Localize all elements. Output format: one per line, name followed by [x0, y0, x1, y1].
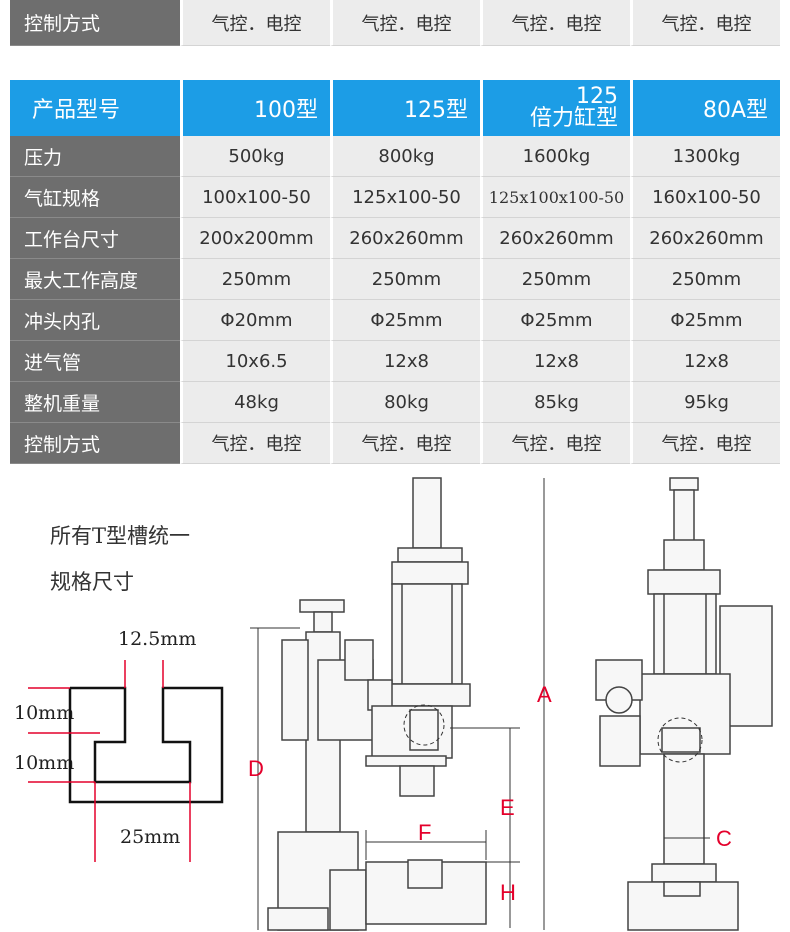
- tslot-note-line2: 规格尺寸: [50, 570, 134, 594]
- table-cell: 200x200mm: [180, 218, 330, 259]
- row-label: 控制方式: [10, 423, 180, 464]
- table-cell: 12x8: [480, 341, 630, 382]
- tslot-dim-top: 12.5mm: [118, 628, 197, 650]
- tslot-dim-bottom: 25mm: [120, 826, 181, 848]
- tslot-dimension-lines: [28, 660, 191, 862]
- table-cell: 250mm: [480, 259, 630, 300]
- table-cell: 100x100-50: [180, 177, 330, 218]
- table-cell: 800kg: [330, 136, 480, 177]
- table-cell: 260x260mm: [330, 218, 480, 259]
- machine-side-view: [267, 477, 487, 931]
- table-cell: 1600kg: [480, 136, 630, 177]
- table-cell: 12x8: [630, 341, 780, 382]
- table-cell: 260x260mm: [480, 218, 630, 259]
- table-cell: 80kg: [330, 382, 480, 423]
- table-cell: 1300kg: [630, 136, 780, 177]
- model-125-line1: 125: [576, 84, 618, 109]
- table-row: 控制方式气控．电控气控．电控气控．电控气控．电控: [10, 423, 780, 464]
- tslot-note-line1: 所有T型槽统一: [50, 524, 191, 548]
- table-cell: 250mm: [630, 259, 780, 300]
- model-100: 100型: [180, 80, 330, 136]
- table-cell: 125x100-50: [330, 177, 480, 218]
- table-cell: 250mm: [180, 259, 330, 300]
- table-cell: 85kg: [480, 382, 630, 423]
- row-label: 整机重量: [10, 382, 180, 423]
- table-cell: 气控．电控: [180, 423, 330, 464]
- front-view-dim-lines: [657, 717, 710, 839]
- top-control-row: 控制方式 气控．电控 气控．电控 气控．电控 气控．电控: [10, 0, 780, 46]
- label-A: A: [537, 682, 552, 707]
- machine-front-view: [595, 477, 773, 931]
- label-C: C: [716, 826, 732, 851]
- table-cell: 12x8: [330, 341, 480, 382]
- row-label: 控制方式: [10, 0, 180, 46]
- table-cell: 气控．电控: [630, 423, 780, 464]
- table-cell: 气控．电控: [480, 423, 630, 464]
- spec-table-header: 产品型号 100型 125型 125 倍力缸型 80A型: [10, 80, 780, 136]
- model-125: 125型: [330, 80, 480, 136]
- cell: 气控．电控: [480, 0, 630, 46]
- table-cell: 95kg: [630, 382, 780, 423]
- tslot-dim-side2: 10mm: [14, 752, 75, 774]
- row-label: 气缸规格: [10, 177, 180, 218]
- cell: 气控．电控: [180, 0, 330, 46]
- header-label: 产品型号: [10, 80, 180, 136]
- table-cell: 125x100x100-50: [480, 177, 630, 218]
- cell: 气控．电控: [330, 0, 480, 46]
- model-125-double: 125 倍力缸型: [480, 80, 630, 136]
- row-label: 进气管: [10, 341, 180, 382]
- table-cell: Φ20mm: [180, 300, 330, 341]
- label-D: D: [248, 756, 264, 781]
- row-label: 最大工作高度: [10, 259, 180, 300]
- side-view-dim-lines: [250, 478, 545, 930]
- table-cell: 气控．电控: [330, 423, 480, 464]
- row-label: 压力: [10, 136, 180, 177]
- table-cell: 10x6.5: [180, 341, 330, 382]
- model-125-line2: 倍力缸型: [529, 106, 618, 131]
- model-80a: 80A型: [630, 80, 780, 136]
- table-cell: Φ25mm: [330, 300, 480, 341]
- label-E: E: [500, 795, 515, 820]
- table-cell: Φ25mm: [480, 300, 630, 341]
- table-cell: 260x260mm: [630, 218, 780, 259]
- table-cell: 250mm: [330, 259, 480, 300]
- tslot-profile: [68, 686, 224, 804]
- row-label: 工作台尺寸: [10, 218, 180, 259]
- table-cell: 500kg: [180, 136, 330, 177]
- table-cell: Φ25mm: [630, 300, 780, 341]
- label-H: H: [500, 880, 516, 905]
- row-label: 冲头内孔: [10, 300, 180, 341]
- table-cell: 48kg: [180, 382, 330, 423]
- tslot-dim-side1: 10mm: [14, 702, 75, 724]
- table-cell: 160x100-50: [630, 177, 780, 218]
- label-F: F: [418, 820, 432, 845]
- cell: 气控．电控: [630, 0, 780, 46]
